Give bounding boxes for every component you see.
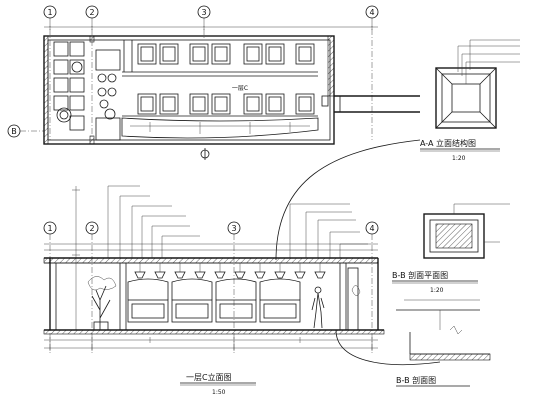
plan-grid-bubbles: 1 2 3 4 B	[7, 5, 379, 140]
plan-bottom-booths	[122, 93, 329, 117]
elev-booth-arches	[127, 278, 301, 300]
elev-grid-label-2: 2	[89, 224, 94, 233]
detail-aa-title: A-A 立面结构图	[420, 138, 476, 148]
elev-grid-label-4: 4	[369, 224, 374, 233]
grid-label-3: 3	[201, 8, 206, 17]
elev-grid-label-3: 3	[231, 224, 236, 233]
floor-plan: 1 2 3 4 B	[7, 5, 420, 160]
plan-room-label: 一层C	[232, 85, 248, 92]
grid-bubble-3	[197, 5, 211, 19]
detail-bb-title: B-B 剖面平面图	[392, 270, 448, 280]
detail-bb-scale: 1:20	[430, 287, 444, 294]
elev-tree	[87, 276, 117, 331]
grid-bubble-1	[43, 5, 57, 19]
elev-scale: 1:50	[212, 389, 226, 396]
elev-annotation-leaders	[107, 185, 368, 258]
detail-bb2-title: B-B 剖面图	[396, 375, 436, 385]
elev-pendant-lamps	[134, 263, 326, 279]
detail-bb-section: B-B 剖面图	[396, 299, 491, 387]
grid-label-1: 1	[47, 8, 52, 17]
plan-top-booths	[122, 40, 318, 77]
leader-curve-aa	[275, 139, 421, 261]
plan-left-tables	[53, 41, 85, 131]
grid-bubble-4	[365, 5, 379, 19]
grid-label-4: 4	[369, 8, 374, 17]
elev-booth-seats	[127, 299, 301, 323]
elev-human-figure	[311, 286, 325, 329]
elev-title: 一层C立面图	[186, 372, 232, 382]
detail-bb: B-B 剖面平面图 1:20	[392, 203, 510, 294]
grid-label-2: 2	[89, 8, 94, 17]
elev-grid-bubbles: 1 2 3 4	[43, 221, 379, 235]
grid-label-b: B	[11, 127, 17, 136]
detail-aa-scale: 1:20	[452, 155, 466, 162]
plan-outer-wall	[43, 35, 335, 145]
grid-bubble-b	[7, 124, 21, 138]
elevation: 1 2 3 4	[43, 185, 385, 396]
leader-curve-bb	[335, 329, 441, 365]
detail-aa: A-A 立面结构图 1:20	[420, 39, 520, 162]
elev-grid-label-1: 1	[47, 224, 52, 233]
grid-bubble-2	[85, 5, 99, 19]
plan-planters	[95, 49, 121, 120]
